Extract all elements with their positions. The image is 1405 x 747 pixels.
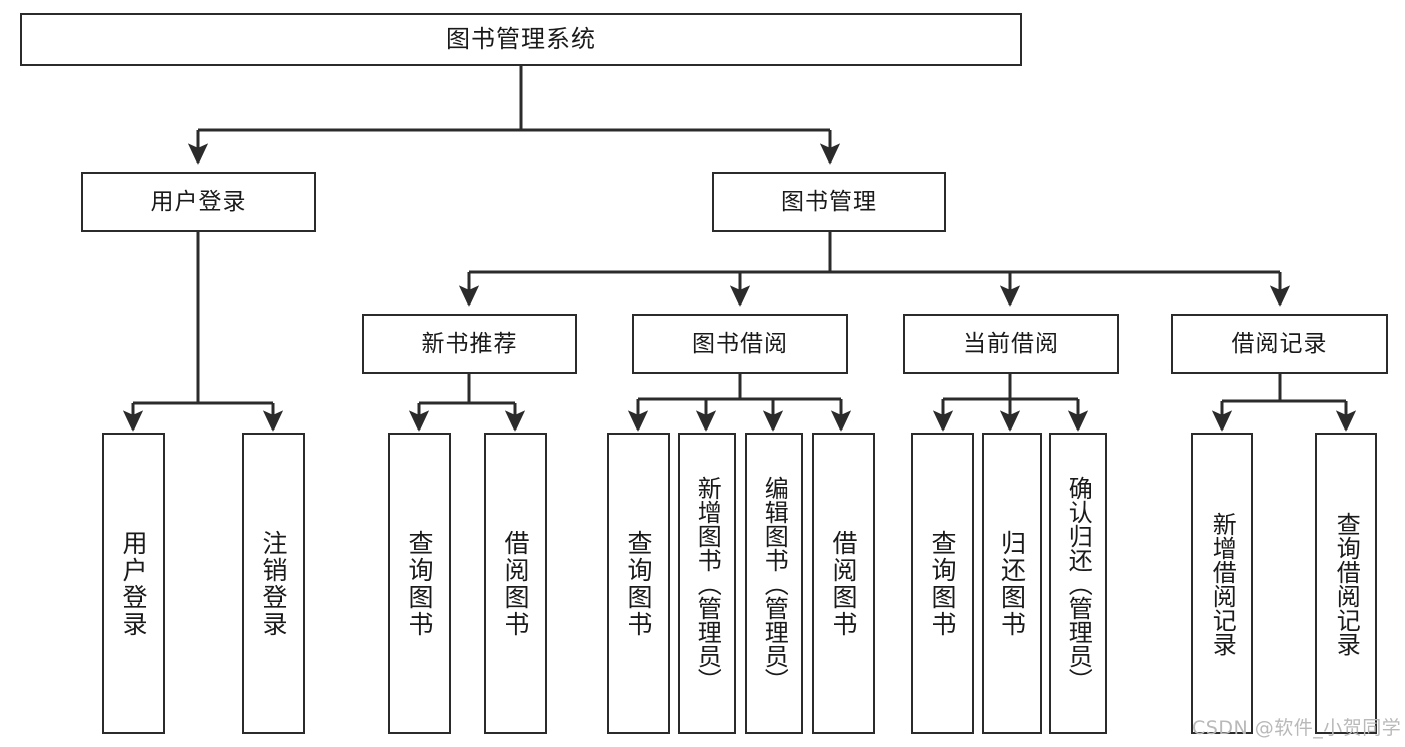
node-label: 编辑图书（管理员） [760, 475, 789, 692]
leaf-borrow-record-add-record[interactable]: 新增借阅记录 [1191, 433, 1253, 734]
node-label: 当前借阅 [963, 330, 1059, 357]
node-label: 确认归还（管理员） [1064, 475, 1093, 692]
node-label: 借阅图书 [829, 529, 858, 638]
node-label: 图书管理 [781, 188, 877, 215]
leaf-current-borrow-query-books[interactable]: 查询图书 [911, 433, 974, 734]
node-new-book-recommendation[interactable]: 新书推荐 [362, 314, 577, 374]
node-borrow-records[interactable]: 借阅记录 [1171, 314, 1388, 374]
node-label: 新增借阅记录 [1208, 511, 1237, 656]
node-label: 查询图书 [405, 529, 434, 638]
node-label: 图书借阅 [692, 330, 788, 357]
node-label: 查询借阅记录 [1332, 511, 1361, 656]
leaf-user-login-logout[interactable]: 注销登录 [242, 433, 305, 734]
leaf-borrow-record-query-record[interactable]: 查询借阅记录 [1315, 433, 1377, 734]
leaf-new-book-borrow-books[interactable]: 借阅图书 [484, 433, 547, 734]
node-label: 新增图书（管理员） [693, 475, 722, 692]
leaf-current-borrow-return-books[interactable]: 归还图书 [982, 433, 1042, 734]
node-label: 查询图书 [928, 529, 957, 638]
node-label: 新书推荐 [421, 330, 518, 357]
node-label: 借阅图书 [501, 529, 530, 638]
node-current-borrowing[interactable]: 当前借阅 [903, 314, 1119, 374]
leaf-book-borrow-add-book-admin[interactable]: 新增图书（管理员） [678, 433, 736, 734]
leaf-book-borrow-edit-book-admin[interactable]: 编辑图书（管理员） [745, 433, 803, 734]
leaf-book-borrow-query-books[interactable]: 查询图书 [607, 433, 670, 734]
node-root-book-management-system[interactable]: 图书管理系统 [20, 13, 1022, 66]
node-label: 归还图书 [997, 529, 1027, 638]
leaf-user-login-login[interactable]: 用户登录 [102, 433, 165, 734]
leaf-current-borrow-confirm-return-admin[interactable]: 确认归还（管理员） [1049, 433, 1107, 734]
node-label: 注销登录 [259, 529, 288, 638]
leaf-book-borrow-borrow-books[interactable]: 借阅图书 [812, 433, 875, 734]
node-book-management[interactable]: 图书管理 [712, 172, 946, 232]
node-label: 查询图书 [624, 529, 653, 638]
node-user-login[interactable]: 用户登录 [81, 172, 316, 232]
node-label: 用户登录 [119, 529, 148, 638]
leaf-new-book-query-books[interactable]: 查询图书 [388, 433, 451, 734]
node-label: 借阅记录 [1231, 330, 1328, 357]
csdn-watermark: CSDN @软件_小贺同学 [1192, 717, 1402, 739]
node-book-borrowing[interactable]: 图书借阅 [632, 314, 848, 374]
node-label: 用户登录 [150, 188, 247, 215]
node-label: 图书管理系统 [446, 24, 596, 53]
